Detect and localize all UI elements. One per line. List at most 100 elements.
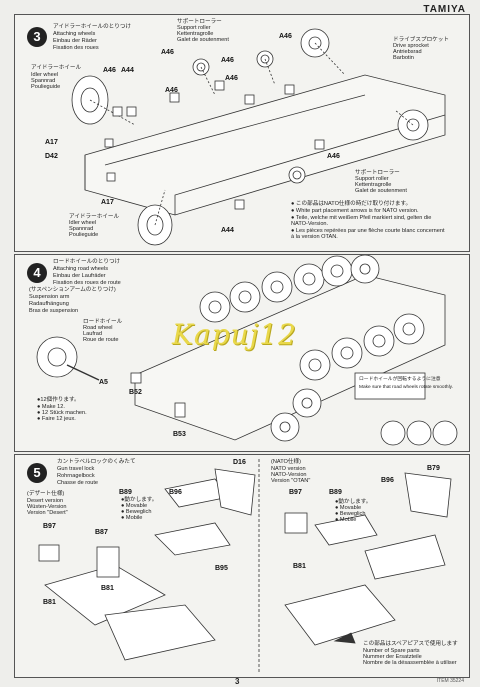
part-a44: A44 (121, 67, 134, 74)
support-label-en: Support roller (177, 25, 211, 31)
idler-label-fr: Poulieguide (31, 84, 61, 90)
nato-label-en: NATO version (271, 466, 306, 472)
part-b97: B97 (43, 523, 56, 530)
nato-note-5: ● Les pièces repérées par une flèche cou… (291, 228, 445, 234)
sprocket-label-en: Drive sprocket (393, 43, 429, 49)
susp-label-fr: Bras de suspension (29, 308, 79, 314)
make12-en: ● Make 12. (37, 404, 65, 410)
road-label-jp: ロードホイール (83, 319, 123, 325)
spare-note-en: Number of Spare parts (363, 648, 420, 654)
idler2-label-fr: Poulieguide (69, 232, 99, 238)
part-b97: B97 (289, 489, 302, 496)
part-a44: A44 (221, 227, 234, 234)
sprocket-label-jp: ドライブスプロケット (393, 37, 449, 43)
spare-note-jp: この部品はスペアピアスで使用します (363, 641, 458, 647)
step3-title-jp: アイドラーホイールのとりつけ (53, 24, 132, 30)
part-a46: A46 (225, 75, 238, 82)
part-b95: B95 (215, 565, 228, 572)
rotate-callout-en: Make sure that road wheels rotate smooth… (359, 385, 454, 390)
idler-label-en: Idler wheel (31, 72, 59, 78)
step5-title-de: Rohrnagelbock (57, 473, 95, 479)
part-b81: B81 (43, 599, 56, 606)
step4-title-de: Einbau der Laufräder (53, 273, 106, 279)
item-code: ITEM 35224 (436, 678, 464, 684)
idler-label-de: Spannrad (31, 78, 56, 84)
step5-panel: 5 カントラベルロックのくみたて Gun travel lock Rohrnag… (14, 454, 470, 678)
step3-title-fr: Fixation des roues (53, 45, 99, 51)
desert-label-en: Desert version (27, 498, 64, 504)
brand-logo: TAMIYA (423, 4, 466, 15)
support2-label-en: Support roller (355, 176, 389, 182)
part-b89: B89 (119, 489, 132, 496)
part-a46: A46 (103, 67, 116, 74)
step4-panel: 4 ロードホイールのとりつけ Attaching road wheels Ein… (14, 254, 470, 452)
part-a17: A17 (101, 199, 114, 206)
movable-desert-fr: ● Mobile (121, 515, 143, 521)
movable-nato-jp: ●動かします。 (335, 499, 372, 505)
support-label-jp: サポートローラー (177, 19, 222, 25)
step4-title-jp: ロードホイールのとりつけ (53, 259, 121, 265)
part-b81: B81 (101, 585, 114, 592)
step4-drawing (36, 255, 458, 446)
nato-label-de: NATO-Version (271, 472, 307, 478)
part-a46: A46 (165, 87, 178, 94)
susp-label-de: Radaufhängung (29, 301, 69, 307)
support2-label-de: Kettentragrolle (355, 182, 392, 188)
part-a5: A5 (99, 379, 108, 386)
step3-title-de: Einbau der Räder (53, 38, 97, 44)
support-label-fr: Galet de soutenment (177, 37, 229, 43)
idler2-label-de: Spannrad (69, 226, 94, 232)
road-label-en: Road wheel (83, 325, 113, 331)
idler2-label-en: Idler wheel (69, 220, 97, 226)
step3-title-en: Attaching wheels (53, 31, 96, 37)
part-d16: D16 (233, 459, 246, 466)
nato-note-6: à la version OTAN. (291, 234, 338, 240)
nato-label-jp: (NATO仕様) (271, 459, 301, 465)
part-b89: B89 (329, 489, 342, 496)
step3-panel: 3 アイドラーホイールのとりつけ Attaching wheels Einbau… (14, 14, 470, 252)
idler2-label-jp: アイドラーホイール (69, 214, 120, 220)
step4-title-en: Attaching road wheels (53, 266, 109, 272)
sprocket-label-de: Antriebsrad (393, 49, 422, 55)
step5-title-en: Gun travel lock (57, 466, 95, 472)
watermark: Kapuj12 (172, 318, 297, 351)
part-b96: B96 (169, 489, 182, 496)
part-b96: B96 (381, 477, 394, 484)
desert-label-de: Wüsten-Version (27, 504, 67, 510)
sprocket-label-fr: Barbotin (393, 55, 414, 61)
road-label-fr: Roue de route (83, 337, 119, 343)
part-b81: B81 (293, 563, 306, 570)
nato-note-1: ● この部品はNATO仕様の時だけ取り付けます。 (291, 201, 412, 207)
nato-note-3: ● Teile, welche mit weißem Pfeil markier… (291, 215, 432, 221)
movable-desert-jp: ●動かします。 (121, 497, 158, 503)
idler-label-jp: アイドラーホイール (31, 65, 82, 71)
nato-note-2: ● White part placement arrows is for NAT… (291, 208, 419, 214)
spare-note-fr: Nombre de la désassemblée à utiliser (363, 660, 457, 666)
step3-number: 3 (27, 27, 47, 47)
rotate-callout-jp: ロードホイールが回転するように注意 (359, 377, 441, 382)
movable-desert-en: ● Movable (121, 503, 148, 509)
step5-title-jp: カントラベルロックのくみたて (57, 459, 136, 465)
desert-label-jp: (デザート仕様) (27, 491, 65, 497)
step5-title-fr: Chasse de route (57, 480, 99, 486)
part-d42: D42 (45, 153, 58, 160)
part-a46: A46 (279, 33, 292, 40)
support2-label-jp: サポートローラー (355, 170, 400, 176)
make12-jp: ●12個作ります。 (37, 397, 80, 403)
desert-label-fr: Version "Desert" (27, 510, 68, 516)
movable-desert-de: ● Beweglich (121, 509, 152, 515)
road-label-de: Laufrad (83, 331, 102, 337)
part-a17: A17 (45, 139, 58, 146)
movable-nato-de: ● Beweglich (335, 511, 366, 517)
part-a46: A46 (327, 153, 340, 160)
page-number: 3 (235, 677, 240, 686)
step3-drawing (71, 28, 446, 246)
movable-nato-en: ● Movable (335, 505, 362, 511)
spare-note-de: Nummer der Ersatzteile (363, 654, 422, 660)
part-b87: B87 (95, 529, 108, 536)
nato-label-fr: Version "OTAN" (271, 478, 311, 484)
movable-nato-fr: ● Mobile (335, 517, 357, 523)
part-b52: B52 (129, 389, 142, 396)
make12-fr: ● Faire 12 jeux. (37, 416, 76, 422)
